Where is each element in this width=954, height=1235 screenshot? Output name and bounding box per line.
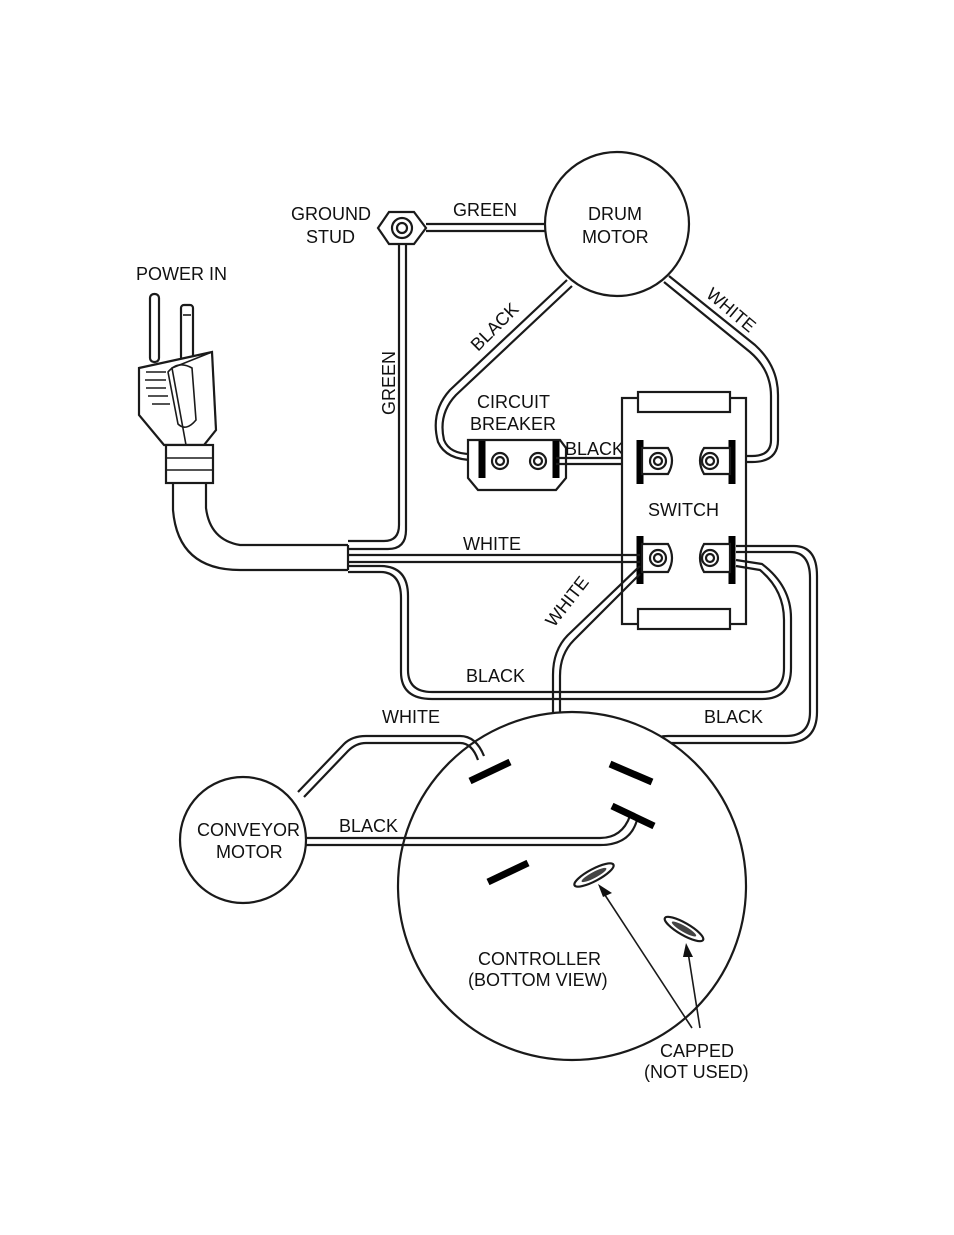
controller-label-line1: CONTROLLER <box>478 949 601 969</box>
conveyor-motor-label-line2: MOTOR <box>216 842 283 862</box>
capped-label-line1: CAPPED <box>660 1041 734 1061</box>
drum-motor-label-line2: MOTOR <box>582 227 649 247</box>
controller <box>398 712 746 1060</box>
power-plug-icon <box>139 294 348 570</box>
ground-stud-icon <box>378 212 426 244</box>
power-in-label: POWER IN <box>136 264 227 284</box>
controller-label-line2: (BOTTOM VIEW) <box>468 970 608 990</box>
wire-label-cord-loop: BLACK <box>466 666 525 686</box>
wire-label-drum-breaker: BLACK <box>467 299 523 355</box>
wire-label-ground-cord: GREEN <box>379 351 399 415</box>
drum-motor-label-line1: DRUM <box>588 204 642 224</box>
capped-label-line2: (NOT USED) <box>644 1062 749 1082</box>
wire-label-switch-controller: WHITE <box>541 572 592 630</box>
wire-label-breaker-switch: BLACK <box>565 439 624 459</box>
ground-stud-label-line1: GROUND <box>291 204 371 224</box>
wire-label-switch-controller-right: BLACK <box>704 707 763 727</box>
drum-motor <box>545 152 689 296</box>
wire-label-ground-drum: GREEN <box>453 200 517 220</box>
wire-label-cord-switch: WHITE <box>463 534 521 554</box>
wire-label-controller-conveyor: WHITE <box>382 707 440 727</box>
circuit-breaker-label-line1: CIRCUIT <box>477 392 550 412</box>
conveyor-motor <box>180 777 306 903</box>
ground-stud-label-line2: STUD <box>306 227 355 247</box>
conveyor-motor-label-line1: CONVEYOR <box>197 820 300 840</box>
wire-label-conveyor-controller: BLACK <box>339 816 398 836</box>
switch-label: SWITCH <box>648 500 719 520</box>
circuit-breaker-label-line2: BREAKER <box>470 414 556 434</box>
